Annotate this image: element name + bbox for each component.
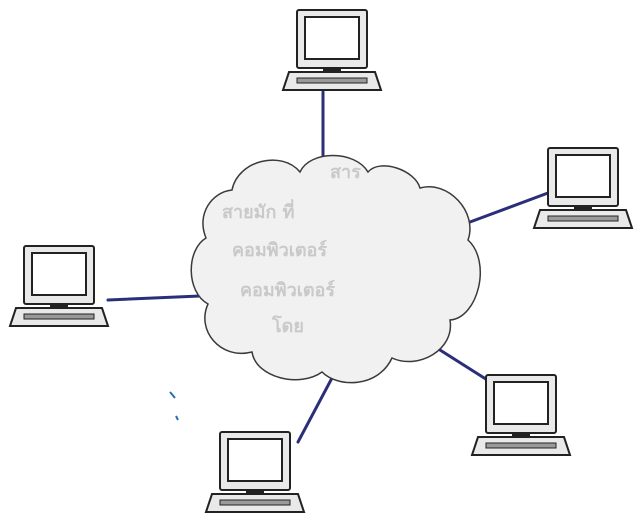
stray-marks	[169, 391, 179, 421]
cloud-icon: สาร สายมัก ที่ คอมพิวเตอร์ คอมพิวเตอร์ โ…	[190, 154, 482, 384]
monitor-screen	[493, 381, 549, 425]
stray-mark	[169, 391, 176, 399]
computer-icon-right-upper	[532, 147, 634, 229]
computer-icon-left	[8, 245, 110, 327]
monitor-stand	[323, 68, 341, 72]
link-bottom	[296, 376, 334, 444]
monitor-stand	[574, 206, 592, 210]
keyboard-keys	[296, 77, 368, 84]
link-right-upper	[468, 188, 558, 224]
cloud-text-line: สาร	[330, 162, 361, 183]
monitor-screen	[227, 438, 283, 482]
monitor-screen	[304, 16, 360, 60]
monitor-stand	[246, 490, 264, 494]
keyboard-keys	[485, 442, 557, 449]
keyboard-keys	[23, 313, 95, 320]
monitor-stand	[512, 433, 530, 437]
link-left	[106, 294, 202, 302]
cloud-faint-text: สาร สายมัก ที่ คอมพิวเตอร์ คอมพิวเตอร์ โ…	[222, 162, 361, 337]
cloud-text-line: โดย	[271, 315, 304, 337]
computer-icon-right-lower	[470, 374, 572, 456]
computer-icon-top	[281, 9, 383, 91]
cloud-text-line: คอมพิวเตอร์	[232, 239, 327, 261]
monitor-screen	[555, 154, 611, 198]
stray-mark	[175, 415, 179, 421]
cloud-shape	[190, 154, 482, 384]
monitor-stand	[50, 304, 68, 308]
cloud-text-line: คอมพิวเตอร์	[240, 279, 335, 301]
cloud-text-line: สายมัก ที่	[222, 199, 295, 223]
computers	[8, 9, 634, 513]
computer-icon-bottom	[204, 431, 306, 513]
keyboard-keys	[547, 215, 619, 222]
keyboard-keys	[219, 499, 291, 506]
monitor-screen	[31, 252, 87, 296]
